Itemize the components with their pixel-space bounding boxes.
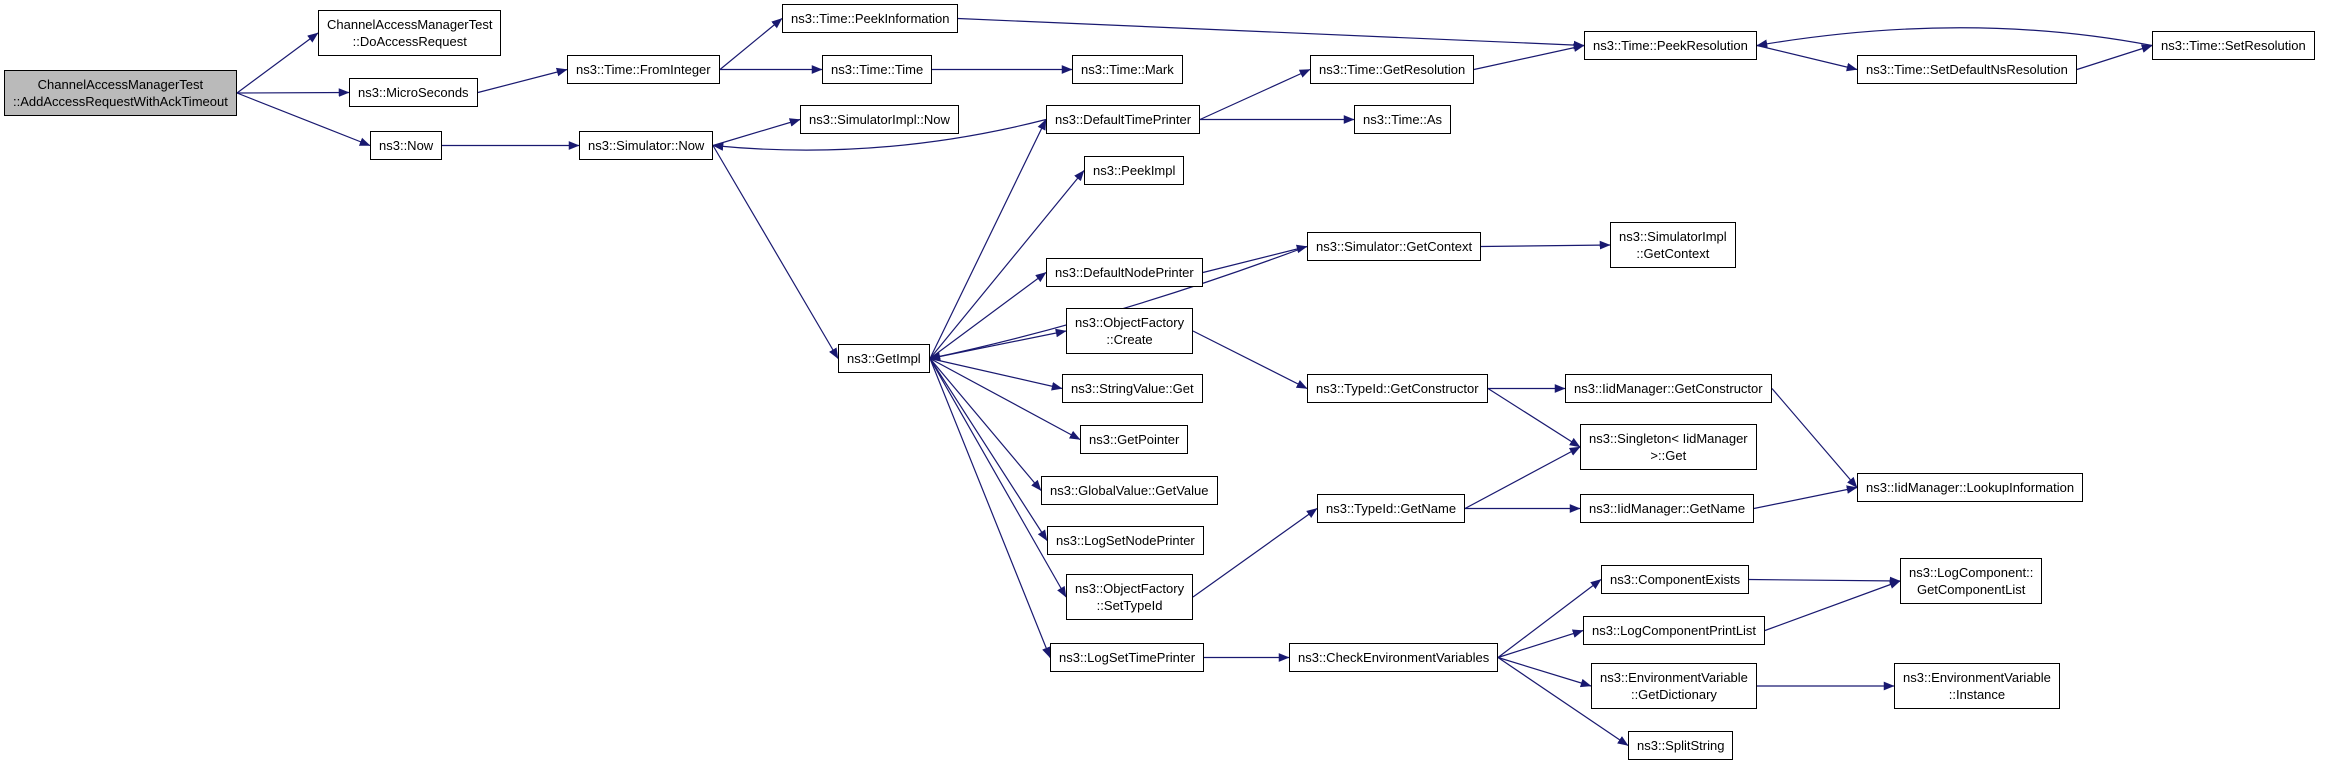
node-simulator-impl-now[interactable]: ns3::SimulatorImpl::Now [800,105,959,134]
node-time-mark[interactable]: ns3::Time::Mark [1072,55,1183,84]
edge-type-id-get-name-to-singleton-get [1464,446,1581,510]
edge-peek-information-to-peek-resolution [957,17,1585,50]
node-iid-manager-lookup-information[interactable]: ns3::IidManager::LookupInformation [1857,473,2084,502]
node-time-set-default-ns-resolution[interactable]: ns3::Time::SetDefaultNsResolution [1857,55,2077,84]
edge-check-environment-variables-to-split-string [1497,657,1629,746]
edge-set-default-ns-resolution-to-set-resolution [2076,44,2153,71]
edge-check-environment-variables-to-log-component-print-list [1497,629,1584,659]
node-simulator-impl-get-context[interactable]: ns3::SimulatorImpl ::GetContext [1610,222,1736,268]
node-split-string[interactable]: ns3::SplitString [1628,731,1734,760]
edge-get-impl-to-object-factory-set-type-id [929,358,1067,598]
edge-check-environment-variables-to-component-exists [1497,579,1602,658]
node-peek-impl[interactable]: ns3::PeekImpl [1084,156,1185,185]
edge-simulator-get-context-to-simulator-impl-get-context [1480,240,1611,250]
edge-default-node-printer-to-simulator-get-context [1202,244,1308,274]
node-time-get-resolution[interactable]: ns3::Time::GetResolution [1310,55,1475,84]
edge-type-id-get-constructor-to-singleton-get [1487,387,1581,448]
edge-default-time-printer-to-simulator-now [712,118,1047,151]
edge-get-impl-to-default-time-printer [929,119,1047,359]
edge-microseconds-to-from-integer [477,67,568,94]
node-log-component-print-list[interactable]: ns3::LogComponentPrintList [1583,616,1766,645]
edge-simulator-now-to-get-impl [712,145,839,359]
edge-get-impl-to-default-node-printer [929,272,1047,359]
node-simulator-get-context[interactable]: ns3::Simulator::GetContext [1307,232,1482,261]
edge-root-to-microseconds [236,88,350,97]
edge-peek-resolution-to-set-default-ns-resolution [1756,44,1858,72]
node-do-access-request[interactable]: ChannelAccessManagerTest ::DoAccessReque… [318,10,502,56]
node-environment-variable-get-dictionary[interactable]: ns3::EnvironmentVariable ::GetDictionary [1591,663,1757,709]
node-log-set-node-printer[interactable]: ns3::LogSetNodePrinter [1047,526,1204,555]
node-singleton-iid-manager-get[interactable]: ns3::Singleton< IidManager >::Get [1580,424,1757,470]
node-now[interactable]: ns3::Now [370,131,443,160]
node-get-pointer[interactable]: ns3::GetPointer [1080,425,1189,454]
node-time-as[interactable]: ns3::Time::As [1354,105,1451,134]
node-log-component-get-component-list[interactable]: ns3::LogComponent:: GetComponentList [1900,558,2043,604]
node-time-peek-information[interactable]: ns3::Time::PeekInformation [782,4,959,33]
node-component-exists[interactable]: ns3::ComponentExists [1601,565,1750,594]
edge-from-integer-to-peek-information [719,18,783,70]
node-default-node-printer[interactable]: ns3::DefaultNodePrinter [1046,258,1203,287]
edge-check-environment-variables-to-environment-variable-get-dictionary [1497,656,1592,688]
edge-set-resolution-to-peek-resolution [1756,27,2153,49]
node-simulator-now[interactable]: ns3::Simulator::Now [579,131,714,160]
node-default-time-printer[interactable]: ns3::DefaultTimePrinter [1046,105,1201,134]
node-environment-variable-instance[interactable]: ns3::EnvironmentVariable ::Instance [1894,663,2060,709]
edge-get-impl-to-global-value-get-value [929,358,1042,491]
node-string-value-get[interactable]: ns3::StringValue::Get [1062,374,1203,403]
node-check-environment-variables[interactable]: ns3::CheckEnvironmentVariables [1289,643,1499,672]
edge-get-resolution-to-peek-resolution [1473,43,1585,71]
node-iid-manager-get-name[interactable]: ns3::IidManager::GetName [1580,494,1755,523]
node-type-id-get-constructor[interactable]: ns3::TypeId::GetConstructor [1307,374,1488,403]
node-log-set-time-printer[interactable]: ns3::LogSetTimePrinter [1050,643,1205,672]
edge-simulator-now-to-simulator-impl-now [712,118,801,147]
edge-get-impl-to-log-set-node-printer [929,358,1048,541]
edge-get-impl-to-peek-impl [929,170,1085,359]
node-time-peek-resolution[interactable]: ns3::Time::PeekResolution [1584,31,1757,60]
edge-root-to-do-access-request [236,32,319,94]
edge-component-exists-to-get-component-list [1748,576,1901,586]
node-get-impl[interactable]: ns3::GetImpl [838,344,930,373]
edge-get-impl-to-string-value-get [929,357,1063,391]
node-add-access-request-with-ack-timeout: ChannelAccessManagerTest ::AddAccessRequ… [4,70,237,116]
node-time-constructor[interactable]: ns3::Time::Time [822,55,933,84]
edge-iid-manager-get-constructor-to-lookup-information [1771,388,1858,488]
node-iid-manager-get-constructor[interactable]: ns3::IidManager::GetConstructor [1565,374,1772,403]
edge-iid-manager-get-name-to-lookup-information [1753,485,1858,510]
edge-object-factory-create-to-type-id-get-constructor [1192,330,1308,390]
node-object-factory-set-type-id[interactable]: ns3::ObjectFactory ::SetTypeId [1066,574,1194,620]
node-global-value-get-value[interactable]: ns3::GlobalValue::GetValue [1041,476,1218,505]
node-microseconds[interactable]: ns3::MicroSeconds [349,78,478,107]
edge-get-impl-to-object-factory-create [929,328,1067,360]
edge-get-impl-to-log-set-time-printer [929,358,1051,659]
edge-get-impl-to-get-pointer [929,357,1081,441]
node-time-from-integer[interactable]: ns3::Time::FromInteger [567,55,720,84]
edge-object-factory-set-type-id-to-type-id-get-name [1192,508,1318,598]
node-object-factory-create[interactable]: ns3::ObjectFactory ::Create [1066,308,1194,354]
edge-default-time-printer-to-get-resolution [1199,68,1311,121]
edge-log-component-print-list-to-get-component-list [1764,580,1901,632]
edge-group [236,17,2153,746]
node-time-set-resolution[interactable]: ns3::Time::SetResolution [2152,31,2315,60]
edge-root-to-now [236,92,371,147]
node-type-id-get-name[interactable]: ns3::TypeId::GetName [1317,494,1466,523]
